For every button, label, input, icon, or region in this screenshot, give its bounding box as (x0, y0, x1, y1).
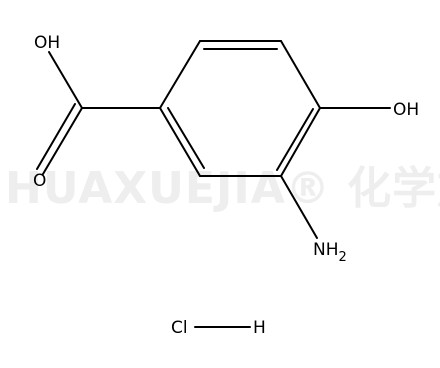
benzene-ring (159, 40, 321, 177)
carboxyl-oh-label: OH (34, 33, 60, 53)
hydroxyl-group: OH (319, 100, 419, 120)
bond-c-o (42, 107, 83, 175)
ring-bond-lower-right-inner (276, 108, 314, 171)
amine-subscript: 2 (339, 250, 347, 265)
bond-c-o-double (36, 103, 76, 170)
phenol-oh-label: OH (393, 100, 419, 120)
ring-bond-lower-left-inner (167, 107, 205, 169)
ring-bond-lower-right (280, 107, 321, 177)
amine-group: NH2 (280, 175, 347, 265)
hydrogen-label: H (253, 318, 266, 338)
amine-label: NH2 (313, 240, 347, 265)
ring-bond-upper-left (159, 40, 201, 109)
ring-bond-lower-left (159, 107, 201, 177)
carboxyl-group: OH O (33, 33, 161, 191)
bond-ring-to-nh2 (280, 175, 318, 239)
watermark: HUAXUEJIA® 化学加 (5, 163, 440, 214)
ring-bond-upper-right (280, 40, 321, 109)
hydrochloride-salt: Cl H (171, 318, 266, 338)
carbonyl-o-label: O (33, 171, 46, 191)
bond-c-oh (48, 51, 83, 109)
amine-nh: NH (313, 240, 339, 260)
chlorine-label: Cl (171, 318, 188, 338)
